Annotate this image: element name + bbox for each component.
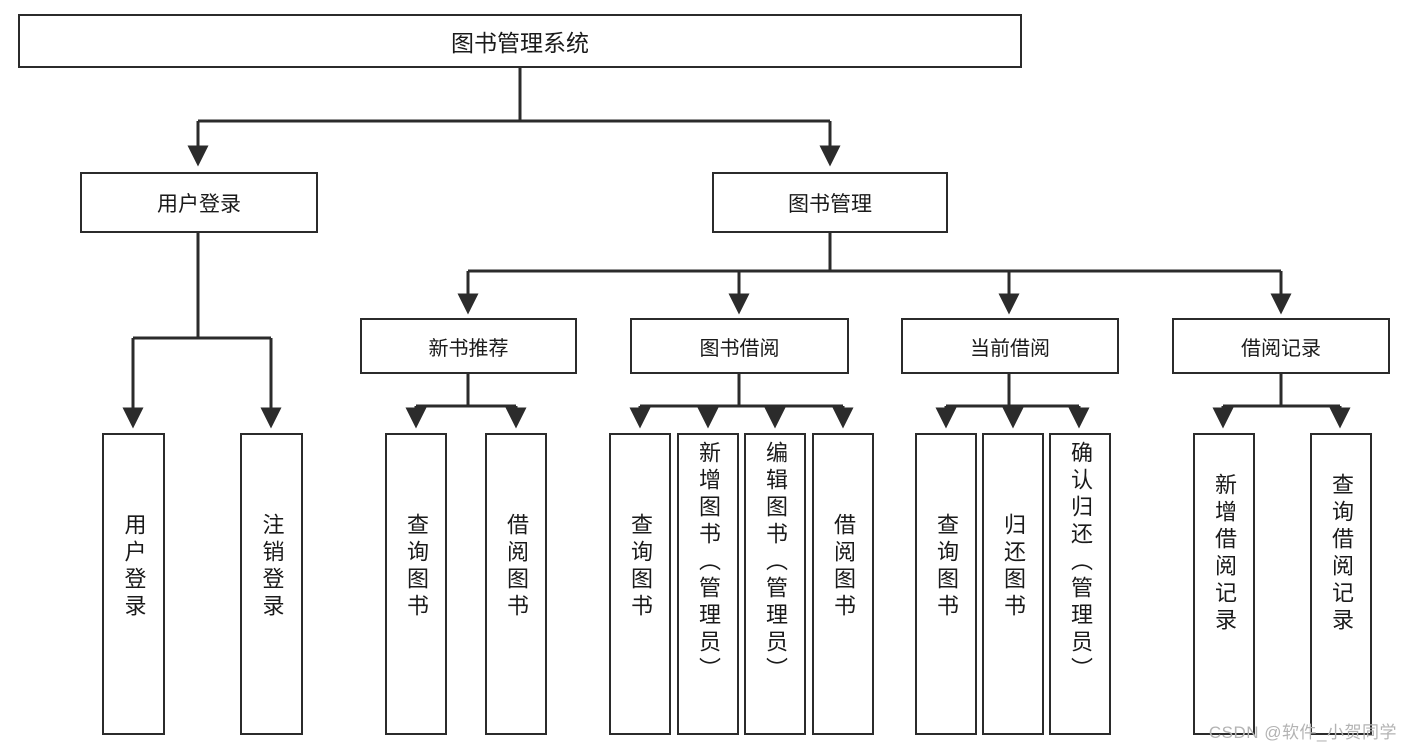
node-new-book-recommend[interactable]: 新书推荐 bbox=[360, 318, 577, 374]
node-current-borrow-label: 当前借阅 bbox=[970, 337, 1050, 360]
node-borrow-record-label: 借阅记录 bbox=[1241, 337, 1321, 360]
leaf-borrow-book-2-label: 借阅图书 bbox=[831, 513, 856, 621]
leaf-logout-login-label: 注销登录 bbox=[259, 513, 285, 621]
leaf-borrow-book-2[interactable]: 借阅图书 bbox=[812, 433, 874, 735]
leaf-user-login-label: 用户登录 bbox=[121, 513, 147, 621]
leaf-add-record[interactable]: 新增借阅记录 bbox=[1193, 433, 1255, 735]
leaf-borrow-book-1[interactable]: 借阅图书 bbox=[485, 433, 547, 735]
leaf-query-book-1[interactable]: 查询图书 bbox=[385, 433, 447, 735]
leaf-edit-book-label: 编辑图书（管理员） bbox=[763, 441, 788, 684]
node-root-label: 图书管理系统 bbox=[451, 30, 589, 56]
node-root[interactable]: 图书管理系统 bbox=[18, 14, 1022, 68]
csdn-watermark: CSDN @软件_小贺同学 bbox=[1208, 723, 1397, 742]
node-user-login-label: 用户登录 bbox=[157, 192, 241, 216]
node-user-login[interactable]: 用户登录 bbox=[80, 172, 318, 233]
leaf-edit-book[interactable]: 编辑图书（管理员） bbox=[744, 433, 806, 735]
leaf-confirm-return[interactable]: 确认归还（管理员） bbox=[1049, 433, 1111, 735]
node-book-borrow[interactable]: 图书借阅 bbox=[630, 318, 849, 374]
leaf-query-book-2-label: 查询图书 bbox=[628, 513, 653, 621]
node-current-borrow[interactable]: 当前借阅 bbox=[901, 318, 1119, 374]
leaf-query-book-3-label: 查询图书 bbox=[934, 513, 959, 621]
leaf-query-book-2[interactable]: 查询图书 bbox=[609, 433, 671, 735]
node-new-book-recommend-label: 新书推荐 bbox=[428, 337, 509, 360]
leaf-add-book[interactable]: 新增图书（管理员） bbox=[677, 433, 739, 735]
leaf-logout-login[interactable]: 注销登录 bbox=[240, 433, 303, 735]
leaf-query-record-label: 查询借阅记录 bbox=[1329, 473, 1354, 635]
node-borrow-record[interactable]: 借阅记录 bbox=[1172, 318, 1390, 374]
leaf-user-login[interactable]: 用户登录 bbox=[102, 433, 165, 735]
leaf-borrow-book-1-label: 借阅图书 bbox=[504, 513, 529, 621]
leaf-add-book-label: 新增图书（管理员） bbox=[696, 441, 721, 684]
leaf-query-book-3[interactable]: 查询图书 bbox=[915, 433, 977, 735]
leaf-query-book-1-label: 查询图书 bbox=[404, 513, 429, 621]
leaf-return-book-label: 归还图书 bbox=[1001, 513, 1026, 621]
leaf-query-record[interactable]: 查询借阅记录 bbox=[1310, 433, 1372, 735]
leaf-confirm-return-label: 确认归还（管理员） bbox=[1068, 441, 1093, 684]
node-book-manage-label: 图书管理 bbox=[788, 192, 872, 216]
node-book-borrow-label: 图书借阅 bbox=[699, 337, 780, 360]
node-book-manage[interactable]: 图书管理 bbox=[712, 172, 948, 233]
leaf-add-record-label: 新增借阅记录 bbox=[1212, 473, 1237, 635]
leaf-return-book[interactable]: 归还图书 bbox=[982, 433, 1044, 735]
